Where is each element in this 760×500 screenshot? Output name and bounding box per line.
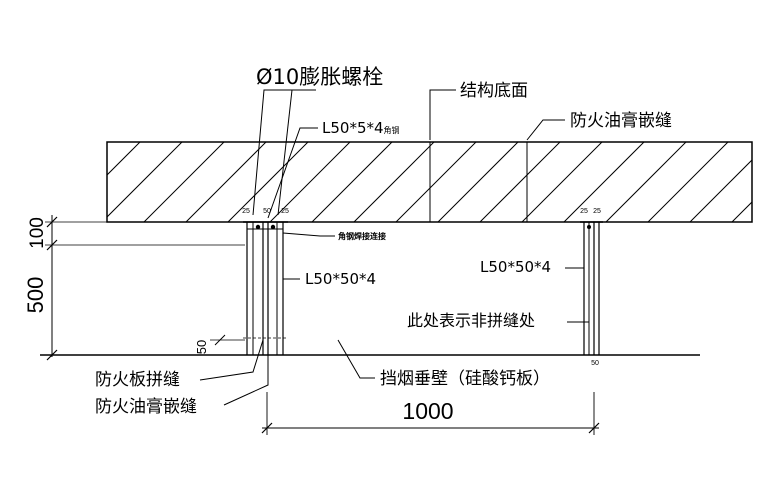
right-barrier-assembly [580, 221, 603, 356]
hatch-line [605, 142, 687, 222]
dim-gap: 50 [194, 340, 209, 354]
hatch-line [437, 142, 519, 222]
structure-bottom-label: 结构底面 [460, 81, 528, 101]
dim-right-bottom: 50 [591, 360, 599, 367]
non-joint-label: 此处表示非拼缝处 [407, 311, 535, 330]
dim-height-top: 100 [27, 217, 48, 249]
horizontal-dimension [261, 392, 600, 435]
hatch-line [107, 142, 183, 218]
hatch-line [395, 142, 477, 222]
dim-right-a: 25 [580, 208, 588, 215]
slab-hatching [107, 142, 752, 222]
dim-right-b: 25 [593, 208, 601, 215]
dim-left-b: 50 [263, 208, 271, 215]
hatch-line [731, 201, 752, 222]
vertical-dimension-chain [45, 215, 245, 361]
concrete-slab [106, 141, 753, 223]
angle-weld-label: 角钢焊接连接 [338, 231, 386, 241]
hatch-line [353, 142, 435, 222]
hatch-line [311, 142, 393, 222]
fireproof-caulk-top-label: 防火油膏嵌缝 [570, 110, 672, 131]
hatch-line [107, 142, 141, 176]
board-joint-label: 防火板拼缝 [95, 370, 180, 390]
angle-small-suffix: 角钢 [384, 125, 400, 135]
hatch-line [521, 142, 603, 222]
hatch-line [185, 142, 267, 222]
bolt-label: Ø10膨胀螺栓 [256, 65, 383, 89]
angle-small-spec: L50*5*4 [322, 119, 384, 137]
leader-lines [199, 89, 589, 406]
dim-left-c: 25 [281, 208, 289, 215]
dim-height-total: 500 [23, 277, 48, 314]
angle-small-label: L50*5*4角钢 [322, 119, 400, 137]
fireproof-caulk-bottom-label: 防火油膏嵌缝 [95, 396, 197, 417]
angle-right-label: L50*50*4 [480, 258, 551, 276]
dim-width: 1000 [402, 398, 453, 424]
smoke-wall-label: 挡烟垂壁（硅酸钙板） [380, 369, 550, 389]
angle-left-label: L50*50*4 [305, 270, 376, 288]
hatch-line [143, 142, 225, 222]
hatch-line [689, 159, 752, 222]
hatch-line [479, 142, 561, 222]
hatch-line [647, 142, 729, 222]
hatch-line [563, 142, 645, 222]
left-barrier-assembly [243, 221, 288, 355]
dim-left-a: 25 [242, 208, 250, 215]
hatch-line [269, 142, 351, 222]
hatch-line [227, 142, 309, 222]
